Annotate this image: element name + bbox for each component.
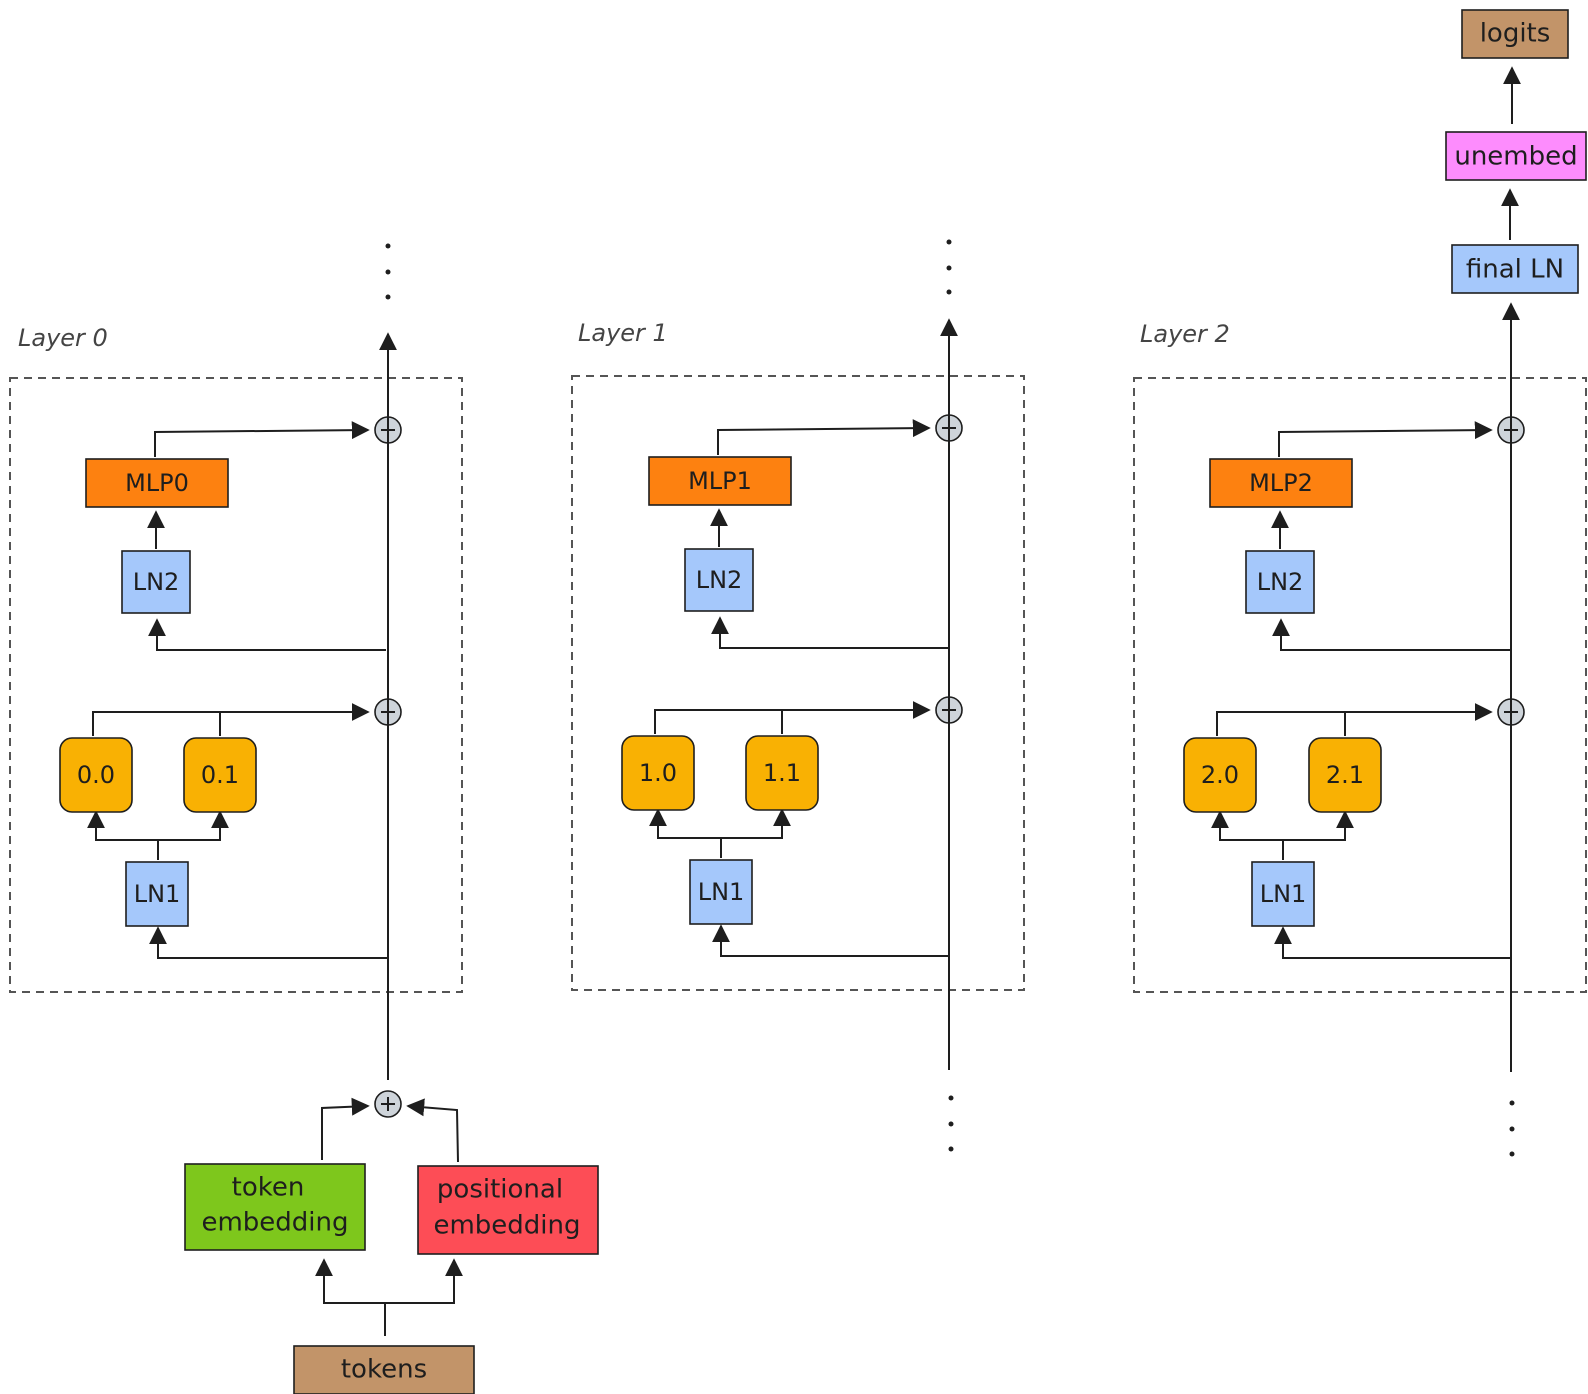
tokens-to-positional-embedding-wire (385, 1258, 463, 1304)
layer-1-mlp-box: MLP1 (648, 456, 792, 506)
input-section: token embedding positional embedding tok… (184, 1090, 599, 1394)
continuation-dots-stream-0-top (385, 243, 391, 300)
positional-embedding-label-line2: embedding (433, 1211, 580, 1241)
layer-0: Layer 0 LN1 0.0 (9, 324, 463, 993)
layer-1-head-1-label: 1.1 (763, 759, 801, 787)
layer-2-head-0-label: 2.0 (1201, 761, 1239, 789)
layer-2-head-1-box: 2.1 (1308, 737, 1382, 813)
token-embedding-box: token embedding (184, 1163, 366, 1251)
layer-0-head-0-label: 0.0 (77, 761, 115, 789)
layer-1-head1-input-wire (721, 808, 791, 839)
layer-0-head-1-label: 0.1 (201, 761, 239, 789)
continuation-dots-stream-1-bottom (948, 1095, 954, 1152)
positional-embedding-label-line1: positional (437, 1175, 563, 1205)
unembed-label: unembed (1454, 142, 1577, 172)
layer-0-mlp-label: MLP0 (125, 469, 189, 497)
layer-1-head0-input-wire (649, 808, 721, 839)
layer-0-ln2-label: LN2 (133, 568, 180, 596)
embedding-add-node (374, 1090, 402, 1118)
tokens-label: tokens (341, 1355, 427, 1385)
layer-2-frame (1133, 377, 1587, 993)
layer-2-ln2-input-wire (1272, 618, 1510, 651)
positional-embedding-to-add-wire (406, 1098, 459, 1163)
token-embedding-label-line1: token (232, 1173, 305, 1203)
final-ln-box: final LN (1451, 244, 1579, 294)
layer-2-ln1-box: LN1 (1251, 861, 1315, 927)
layer-1-ln1-label: LN1 (698, 878, 745, 906)
layer-0-ln1-label: LN1 (134, 880, 181, 908)
layer-1-title: Layer 1 (578, 319, 668, 347)
positional-embedding-box: positional embedding (417, 1165, 599, 1255)
logits-label: logits (1480, 19, 1551, 49)
layer-2-head-output-wire (1216, 703, 1493, 736)
layer-1-head-0-label: 1.0 (639, 759, 677, 787)
layer-2-title: Layer 2 (1140, 320, 1230, 348)
layer-2-ln2-label: LN2 (1257, 568, 1304, 596)
layer-0-ln1-input-wire (149, 926, 388, 959)
layer-1-mlp-label: MLP1 (688, 467, 752, 495)
layer-1-ln2-box: LN2 (684, 548, 754, 612)
layer-0-head1-input-wire (158, 810, 229, 841)
layer-0-ln1-box: LN1 (125, 861, 189, 927)
token-embedding-to-add-wire (321, 1097, 370, 1160)
layer-1-ln2-input-wire (711, 616, 948, 649)
layer-0-ln2-box: LN2 (121, 550, 191, 614)
layer-2-ln1-input-wire (1274, 926, 1512, 959)
final-ln-label: final LN (1466, 255, 1564, 285)
continuation-dots-stream-1-top (946, 239, 952, 295)
output-section: final LN unembed logits (1445, 9, 1587, 294)
layer-1-mlp-output-wire (717, 419, 931, 455)
layer-2-ln1-label: LN1 (1260, 880, 1307, 908)
layer-0-head-0-box: 0.0 (59, 737, 133, 813)
layer-1-head-output-wire (654, 701, 931, 734)
layer-1-ln1-input-wire (712, 924, 950, 957)
layer-0-title: Layer 0 (18, 324, 108, 352)
token-embedding-label-line2: embedding (201, 1208, 348, 1238)
layer-0-mlp-box: MLP0 (85, 458, 229, 508)
layer-0-head-1-box: 0.1 (183, 737, 257, 813)
layer-2-mlp-output-wire (1278, 421, 1493, 457)
layer-2: Layer 2 LN1 2.0 2.1 (1133, 320, 1587, 993)
layer-0-frame (9, 377, 463, 993)
layer-2-mlp-label: MLP2 (1249, 469, 1313, 497)
layer-1: Layer 1 LN1 1.0 1.1 (571, 319, 1025, 991)
layer-2-ln2-box: LN2 (1245, 550, 1315, 614)
layer-1-head-1-box: 1.1 (745, 735, 819, 811)
layer-2-head0-input-wire (1211, 810, 1283, 841)
layer-1-frame (571, 375, 1025, 991)
layer-0-head-output-wire (92, 703, 370, 736)
continuation-dots-stream-2-bottom (1509, 1100, 1515, 1157)
tokens-to-token-embedding-wire (315, 1258, 385, 1304)
layer-2-head-1-label: 2.1 (1326, 761, 1364, 789)
layer-0-ln2-input-wire (148, 618, 386, 651)
layer-2-head-0-box: 2.0 (1183, 737, 1257, 813)
layer-1-ln1-box: LN1 (689, 859, 753, 925)
layer-2-mlp-box: MLP2 (1209, 458, 1353, 508)
layer-2-head1-input-wire (1283, 810, 1354, 841)
layer-0-mlp-output-wire (154, 421, 370, 457)
layer-1-ln2-label: LN2 (696, 566, 743, 594)
unembed-box: unembed (1445, 131, 1587, 181)
layer-1-head-0-box: 1.0 (621, 735, 695, 811)
layer-0-head0-input-wire (87, 810, 158, 841)
tokens-box: tokens (293, 1345, 475, 1394)
logits-box: logits (1461, 9, 1569, 59)
